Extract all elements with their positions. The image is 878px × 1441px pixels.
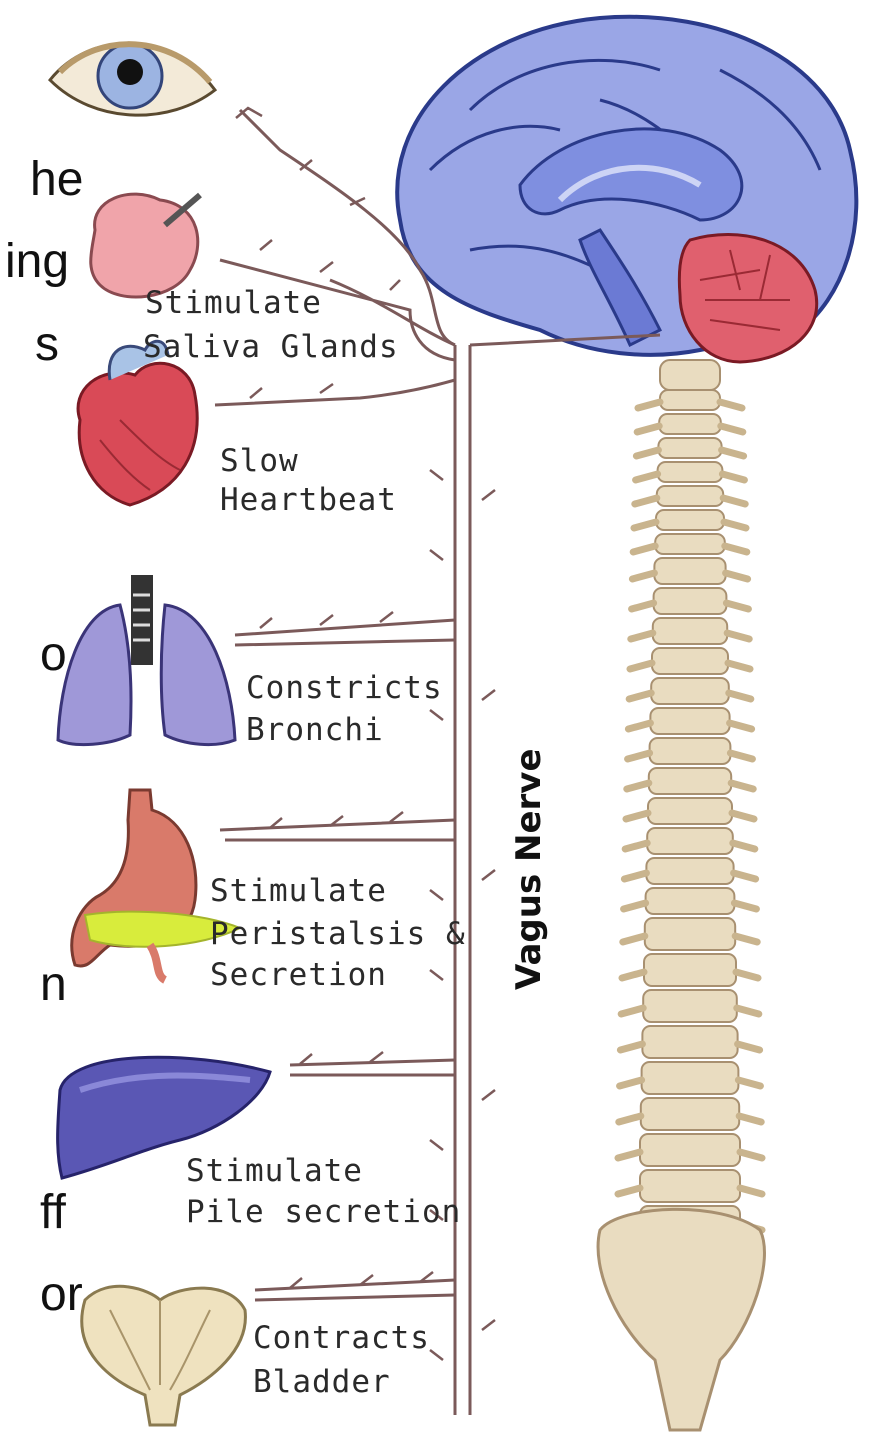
text-fragment-2: ing [5, 235, 69, 288]
vertebra [654, 558, 725, 584]
salivary-gland-icon [91, 194, 200, 297]
saliva-label-line-1: Stimulate [145, 285, 322, 321]
sacrum-icon [598, 1209, 764, 1430]
stomach-label-line-3: Secretion [210, 957, 387, 993]
vertebra [657, 486, 723, 506]
stomach-label-line-2: Peristalsis & [210, 916, 466, 952]
vertebra [650, 738, 731, 764]
vertebra [659, 414, 721, 434]
text-fragment-4: o [40, 628, 67, 681]
lungs-label-line-2: Bronchi [246, 712, 384, 748]
vertebra [650, 708, 729, 734]
vertebra [645, 918, 735, 950]
vertebra [640, 1134, 740, 1166]
vertebra [646, 888, 735, 914]
spine-icon [598, 360, 764, 1430]
saliva-label-line-2: Saliva Glands [143, 329, 399, 365]
vertebra [643, 990, 737, 1022]
vertebra [648, 798, 732, 824]
vertebra [651, 678, 729, 704]
lungs-label-line-1: Constricts [246, 670, 443, 706]
brain-icon [397, 17, 856, 362]
heart-label-line-2: Heartbeat [220, 482, 397, 518]
vertebra [658, 462, 723, 482]
bladder-icon [82, 1286, 246, 1425]
vagus-nerve-label: Vagus Nerve [509, 748, 549, 990]
vertebra [647, 828, 733, 854]
liver-label-line-1: Stimulate [186, 1153, 363, 1189]
vertebra [658, 438, 721, 458]
heart-icon [78, 341, 197, 505]
bladder-label-line-1: Contracts [253, 1320, 430, 1356]
text-fragment-6: ff [40, 1186, 66, 1239]
stomach-label-line-1: Stimulate [210, 873, 387, 909]
vertebra [660, 390, 720, 410]
liver-label-line-2: Pile secretion [186, 1194, 461, 1230]
vertebra [641, 1098, 739, 1130]
vertebra [640, 1170, 740, 1202]
vertebra [642, 1062, 739, 1094]
text-fragment-1: he [30, 153, 83, 206]
bladder-label-line-2: Bladder [253, 1364, 391, 1400]
text-fragment-5: n [40, 958, 67, 1011]
vertebra [653, 618, 727, 644]
vertebra [642, 1026, 737, 1058]
vertebra [655, 534, 725, 554]
text-fragment-3: s [35, 318, 59, 371]
heart-label-line-1: Slow [220, 443, 299, 479]
vertebra [649, 768, 731, 794]
vertebra [644, 954, 736, 986]
text-fragment-7: or [40, 1268, 83, 1321]
vertebra [646, 858, 733, 884]
vertebra [652, 648, 728, 674]
vertebra [656, 510, 724, 530]
eye-icon [50, 44, 215, 115]
vertebra [654, 588, 727, 614]
lungs-icon [58, 575, 235, 745]
